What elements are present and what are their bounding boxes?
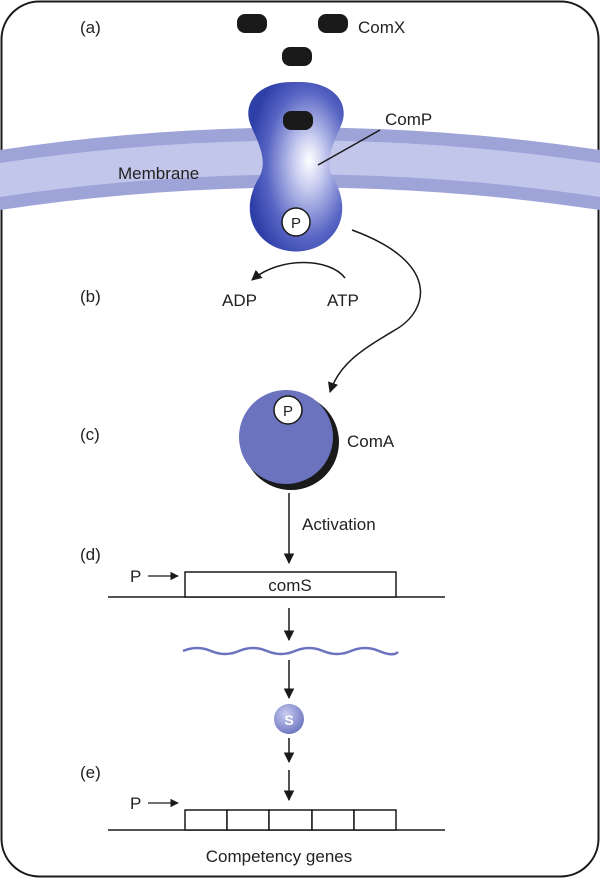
competency-gene-box-1 (184, 809, 228, 831)
comp-receptor (248, 82, 344, 252)
phosphate-label-coma: P (283, 403, 293, 420)
coms-protein-label: S (284, 712, 293, 728)
coma-protein (239, 390, 333, 484)
coms-gene-box (184, 571, 397, 598)
panel-label-b: (b) (80, 287, 101, 306)
atp-adp-arrow (251, 261, 346, 281)
membrane-label: Membrane (118, 164, 199, 183)
comp-label: ComP (385, 110, 432, 129)
competency-gene-box-5 (353, 809, 397, 831)
panel-label-c: (c) (80, 425, 100, 444)
comx-ligand-left (237, 14, 267, 33)
panel-label-a: (a) (80, 18, 101, 37)
comp-pointer-line (317, 129, 381, 166)
coms-protein (274, 704, 304, 734)
competency-gene-boxes (184, 809, 397, 831)
comx-ligand-right (318, 14, 348, 33)
comx-ligand-middle (282, 47, 312, 66)
competency-gene-box-2 (226, 809, 270, 831)
phosphate-label-comp: P (291, 215, 301, 232)
competency-gene-box-4 (311, 809, 355, 831)
coma-label: ComA (347, 432, 395, 451)
phosphotransfer-arrow (328, 229, 422, 393)
mrna-wave (182, 646, 399, 656)
panel-label-e: (e) (80, 763, 101, 782)
phosphate-circle-coma (273, 395, 303, 425)
competency-genes-label: Competency genes (206, 847, 352, 866)
comx-label: ComX (358, 18, 405, 37)
promoter-label-e: P (130, 794, 141, 813)
coms-gene-label: comS (268, 576, 311, 595)
competency-gene-box-3 (268, 809, 313, 831)
adp-label: ADP (222, 291, 257, 310)
promoter-label-d: P (130, 567, 141, 586)
comx-ligand-bound (283, 111, 313, 130)
atp-label: ATP (327, 291, 359, 310)
panel-label-d: (d) (80, 545, 101, 564)
phosphate-circle-comp (281, 207, 311, 237)
activation-label: Activation (302, 515, 376, 534)
